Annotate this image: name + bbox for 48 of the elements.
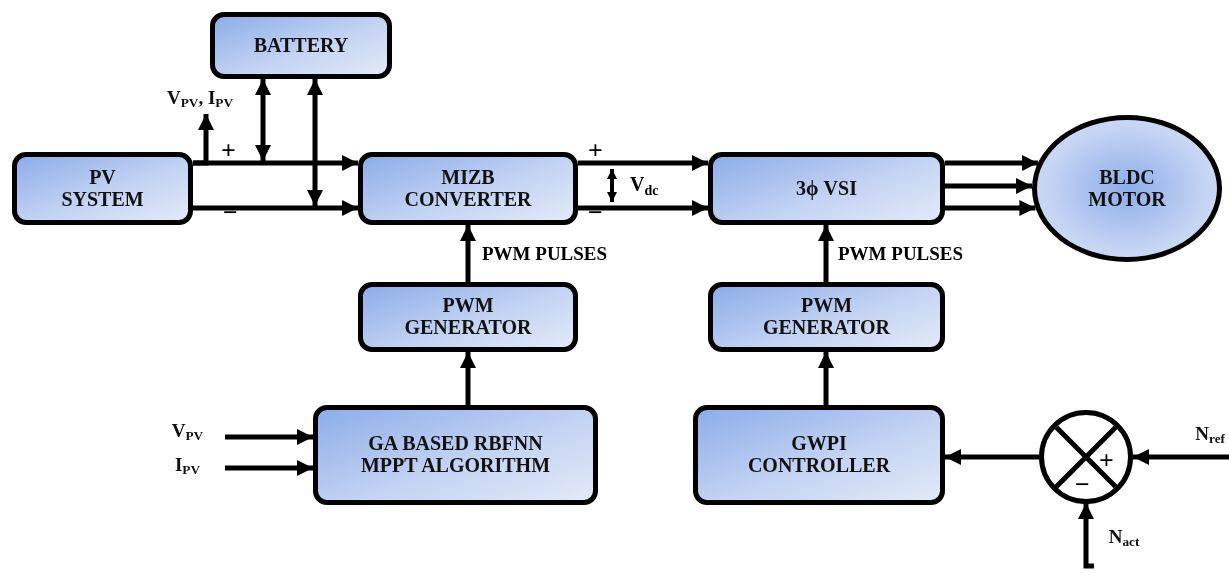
signal-label: V$_{PV}$	[171, 420, 204, 444]
block-label: GWPI CONTROLLER	[746, 433, 892, 477]
polarity-sign: +	[588, 138, 603, 164]
arrow	[193, 200, 358, 216]
signal-label: V$_{PV}$, I$_{PV}$	[166, 87, 234, 111]
process-box	[693, 405, 945, 505]
arrow	[225, 460, 313, 476]
arrow	[460, 225, 476, 282]
block-label: BLDC MOTOR	[1087, 166, 1167, 211]
arrow	[945, 449, 1039, 465]
block-label: BATTERY	[253, 34, 349, 57]
arrow	[193, 155, 358, 171]
polarity-sign: −	[588, 200, 603, 226]
block-label: 3ϕ VSI	[796, 177, 857, 200]
signal-label: N$_{act}$	[1108, 527, 1140, 550]
block-label: GA BASED RBFNN MPPT ALGORITHM	[359, 433, 552, 477]
process-box	[708, 152, 945, 225]
process-box	[313, 405, 598, 505]
arrow	[225, 429, 313, 445]
block-label: PWM GENERATOR	[761, 295, 892, 339]
arrow	[945, 155, 1038, 171]
process-box	[358, 282, 578, 352]
arrow	[945, 200, 1036, 216]
polarity-sign: +	[221, 138, 236, 164]
process-box	[12, 152, 193, 225]
summing-junction	[1039, 410, 1133, 504]
arrow	[1133, 449, 1229, 465]
arrow	[945, 178, 1033, 194]
double-arrow	[255, 79, 271, 161]
process-box	[210, 12, 392, 79]
process-box	[358, 152, 578, 225]
polarity-sign: −	[1075, 472, 1090, 498]
arrow	[818, 352, 834, 405]
block-label: PV SYSTEM	[60, 166, 145, 211]
arrow	[578, 200, 708, 216]
process-box	[708, 282, 945, 352]
arrow	[460, 352, 476, 405]
block-label: MIZB CONVERTER	[403, 166, 533, 211]
arrow	[818, 225, 834, 282]
polarity-sign: +	[1099, 448, 1114, 474]
block-label: PWM GENERATOR	[403, 295, 533, 339]
signal-label: I$_{PV}$	[174, 454, 201, 478]
polarity-sign: −	[223, 200, 238, 226]
voltage-label: V$_{dc}$	[630, 174, 659, 198]
arrow	[578, 155, 708, 171]
arrow	[1078, 503, 1094, 569]
double-arrow	[307, 79, 323, 206]
signal-label: N$_{ref}$	[1195, 424, 1225, 447]
